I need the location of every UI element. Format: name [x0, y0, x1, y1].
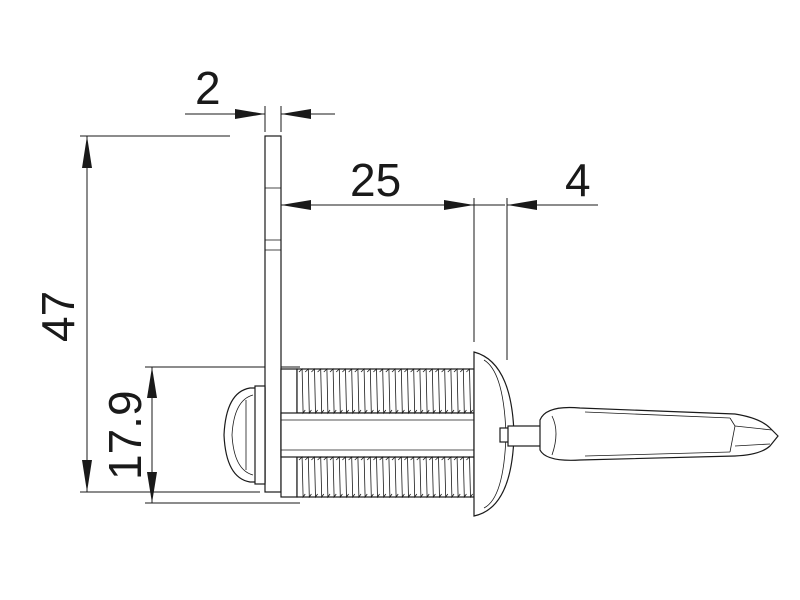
thread-ridge	[441, 368, 449, 415]
thread-ridge	[410, 456, 418, 499]
thread-ridge	[348, 368, 356, 415]
thread-ridge	[391, 456, 399, 499]
thread-ridge	[391, 368, 399, 415]
label-plate-height: 47	[32, 291, 84, 342]
thread-ridge	[397, 456, 405, 499]
thread-ridge	[348, 456, 356, 499]
thread-ridge	[435, 456, 442, 499]
thread-ridge	[317, 368, 325, 415]
thread-ridge	[453, 368, 461, 415]
label-body-length: 25	[350, 154, 401, 206]
thread-ridge	[317, 456, 325, 499]
thread-ridge	[379, 368, 387, 415]
label-thread-diameter: 17.9	[99, 390, 151, 480]
thread-ridge	[385, 456, 393, 499]
thread-bottom	[298, 456, 473, 499]
dimension-plate-height: 47	[32, 135, 260, 493]
thread-ridge	[373, 368, 380, 415]
thread-ridge	[422, 456, 430, 499]
thread-ridge	[304, 368, 312, 415]
thread-ridge	[459, 456, 467, 499]
thread-ridge	[453, 456, 461, 499]
thread-ridge	[360, 456, 368, 499]
thread-ridge	[447, 456, 455, 499]
thread-ridge	[447, 368, 455, 415]
thread-ridge	[354, 368, 362, 415]
threaded-body	[280, 368, 475, 499]
thread-ridge	[342, 368, 349, 415]
thread-ridge	[404, 368, 411, 415]
thread-ridge	[366, 368, 374, 415]
thread-ridge	[416, 368, 424, 415]
thread-ridge	[428, 456, 436, 499]
thread-ridge	[335, 368, 343, 415]
thread-ridge	[428, 368, 436, 415]
thread-ridge	[422, 368, 430, 415]
mounting-plate	[264, 135, 282, 493]
key	[507, 406, 779, 461]
thread-ridge	[410, 368, 418, 415]
thread-ridge	[304, 456, 312, 499]
thread-ridge	[416, 456, 424, 499]
thread-ridge	[373, 456, 380, 499]
thread-ridge	[335, 456, 343, 499]
thread-ridge	[323, 456, 331, 499]
thread-ridge	[404, 456, 411, 499]
dimension-body-length: 25	[281, 154, 475, 342]
thread-ridge	[385, 368, 393, 415]
thread-top	[298, 368, 473, 415]
thread-ridge	[366, 456, 374, 499]
thread-ridge	[397, 368, 405, 415]
thread-ridge	[459, 368, 467, 415]
thread-ridge	[466, 368, 473, 415]
thread-ridge	[379, 456, 387, 499]
dimension-plate-thickness: 2	[185, 62, 335, 132]
rear-nut	[223, 385, 266, 485]
thread-ridge	[329, 456, 337, 499]
thread-ridge	[329, 368, 337, 415]
thread-ridge	[466, 456, 473, 499]
thread-ridge	[354, 456, 362, 499]
label-plate-thickness: 2	[195, 62, 221, 114]
thread-ridge	[441, 456, 449, 499]
label-head-width: 4	[565, 154, 591, 206]
dimension-head-width: 4	[474, 154, 598, 360]
thread-ridge	[342, 456, 349, 499]
thread-ridge	[298, 368, 306, 415]
thread-ridge	[298, 456, 306, 499]
thread-ridge	[360, 368, 368, 415]
thread-ridge	[311, 456, 318, 499]
thread-ridge	[323, 368, 331, 415]
thread-ridge	[435, 368, 442, 415]
thread-ridge	[311, 368, 318, 415]
